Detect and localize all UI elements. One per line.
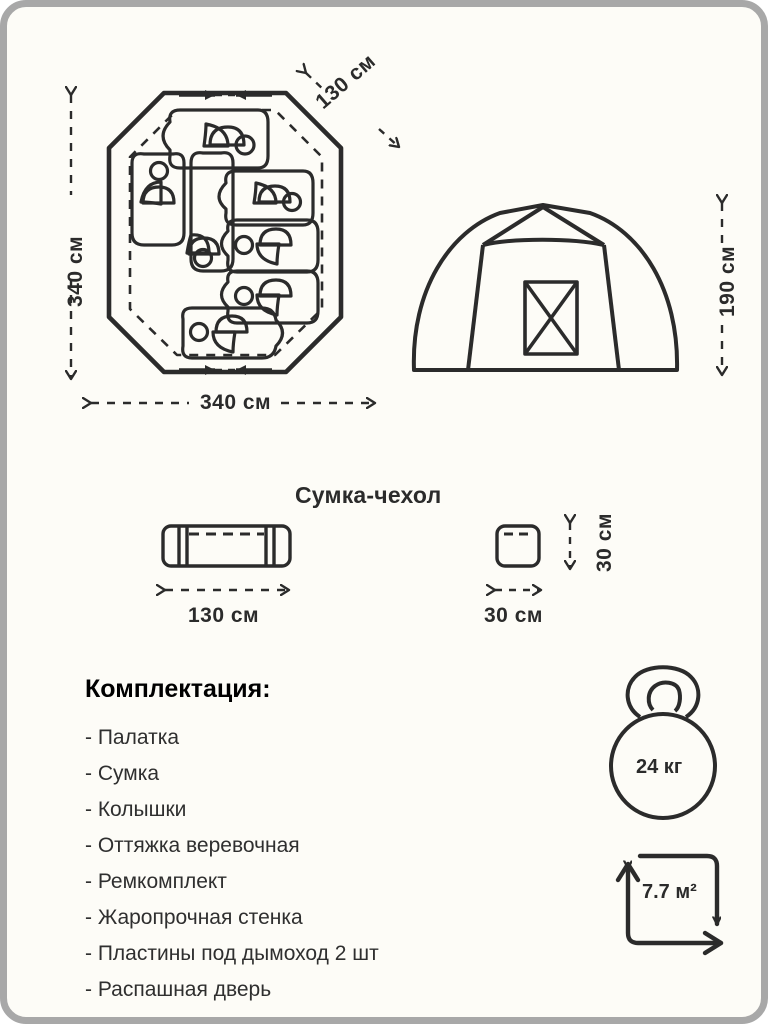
floorplan-width-label: 340 см	[200, 391, 272, 414]
list-item: - Пластины под дымоход 2 шт	[85, 942, 379, 965]
sideview-tent-body	[411, 203, 680, 372]
diagram-artwork	[7, 7, 768, 956]
bag-section-title: Сумка-чехол	[295, 482, 442, 508]
carry-bag-end	[495, 524, 541, 568]
sleeping-place	[161, 108, 270, 170]
equipment-list-block: Комплектация: - Палатка - Сумка - Колышк…	[85, 675, 379, 1014]
list-item: - Жаропрочная стенка	[85, 906, 303, 929]
sleeping-place	[181, 306, 285, 360]
equipment-list-title: Комплектация:	[85, 675, 271, 703]
list-item: - Сумка	[85, 762, 160, 785]
bag-length-label: 130 см	[188, 604, 260, 627]
floorplan-height-label: 340 см	[64, 235, 87, 307]
sideview-door-window	[523, 280, 579, 356]
weight-badge-label: 24 кг	[636, 756, 683, 778]
list-item: - Ремкомплект	[85, 870, 227, 893]
dimension-line-floor-edge	[306, 73, 399, 147]
sleeping-place	[130, 152, 186, 247]
list-item: - Колышки	[85, 798, 187, 821]
carry-bag-side	[161, 524, 292, 568]
bag-width-label: 30 см	[484, 604, 543, 627]
list-item: - Оттяжка веревочная	[85, 834, 300, 857]
floorplan-octagon-outline	[106, 90, 344, 375]
list-item: - Распашная дверь	[85, 978, 272, 1001]
bag-height-label: 30 см	[593, 513, 616, 572]
sleeping-place	[185, 151, 235, 273]
area-badge-label: 7.7 м²	[642, 881, 697, 903]
sleeping-place	[219, 218, 320, 274]
floorplan-sleeping-places	[130, 108, 320, 360]
sideview-height-label: 190 см	[716, 245, 739, 317]
equipment-items: - Палатка - Сумка - Колышки - Оттяжка ве…	[85, 726, 379, 1002]
area-square-icon-arrowheads	[615, 861, 724, 956]
weight-kettlebell-icon	[609, 665, 717, 820]
list-item: - Палатка	[85, 726, 180, 749]
